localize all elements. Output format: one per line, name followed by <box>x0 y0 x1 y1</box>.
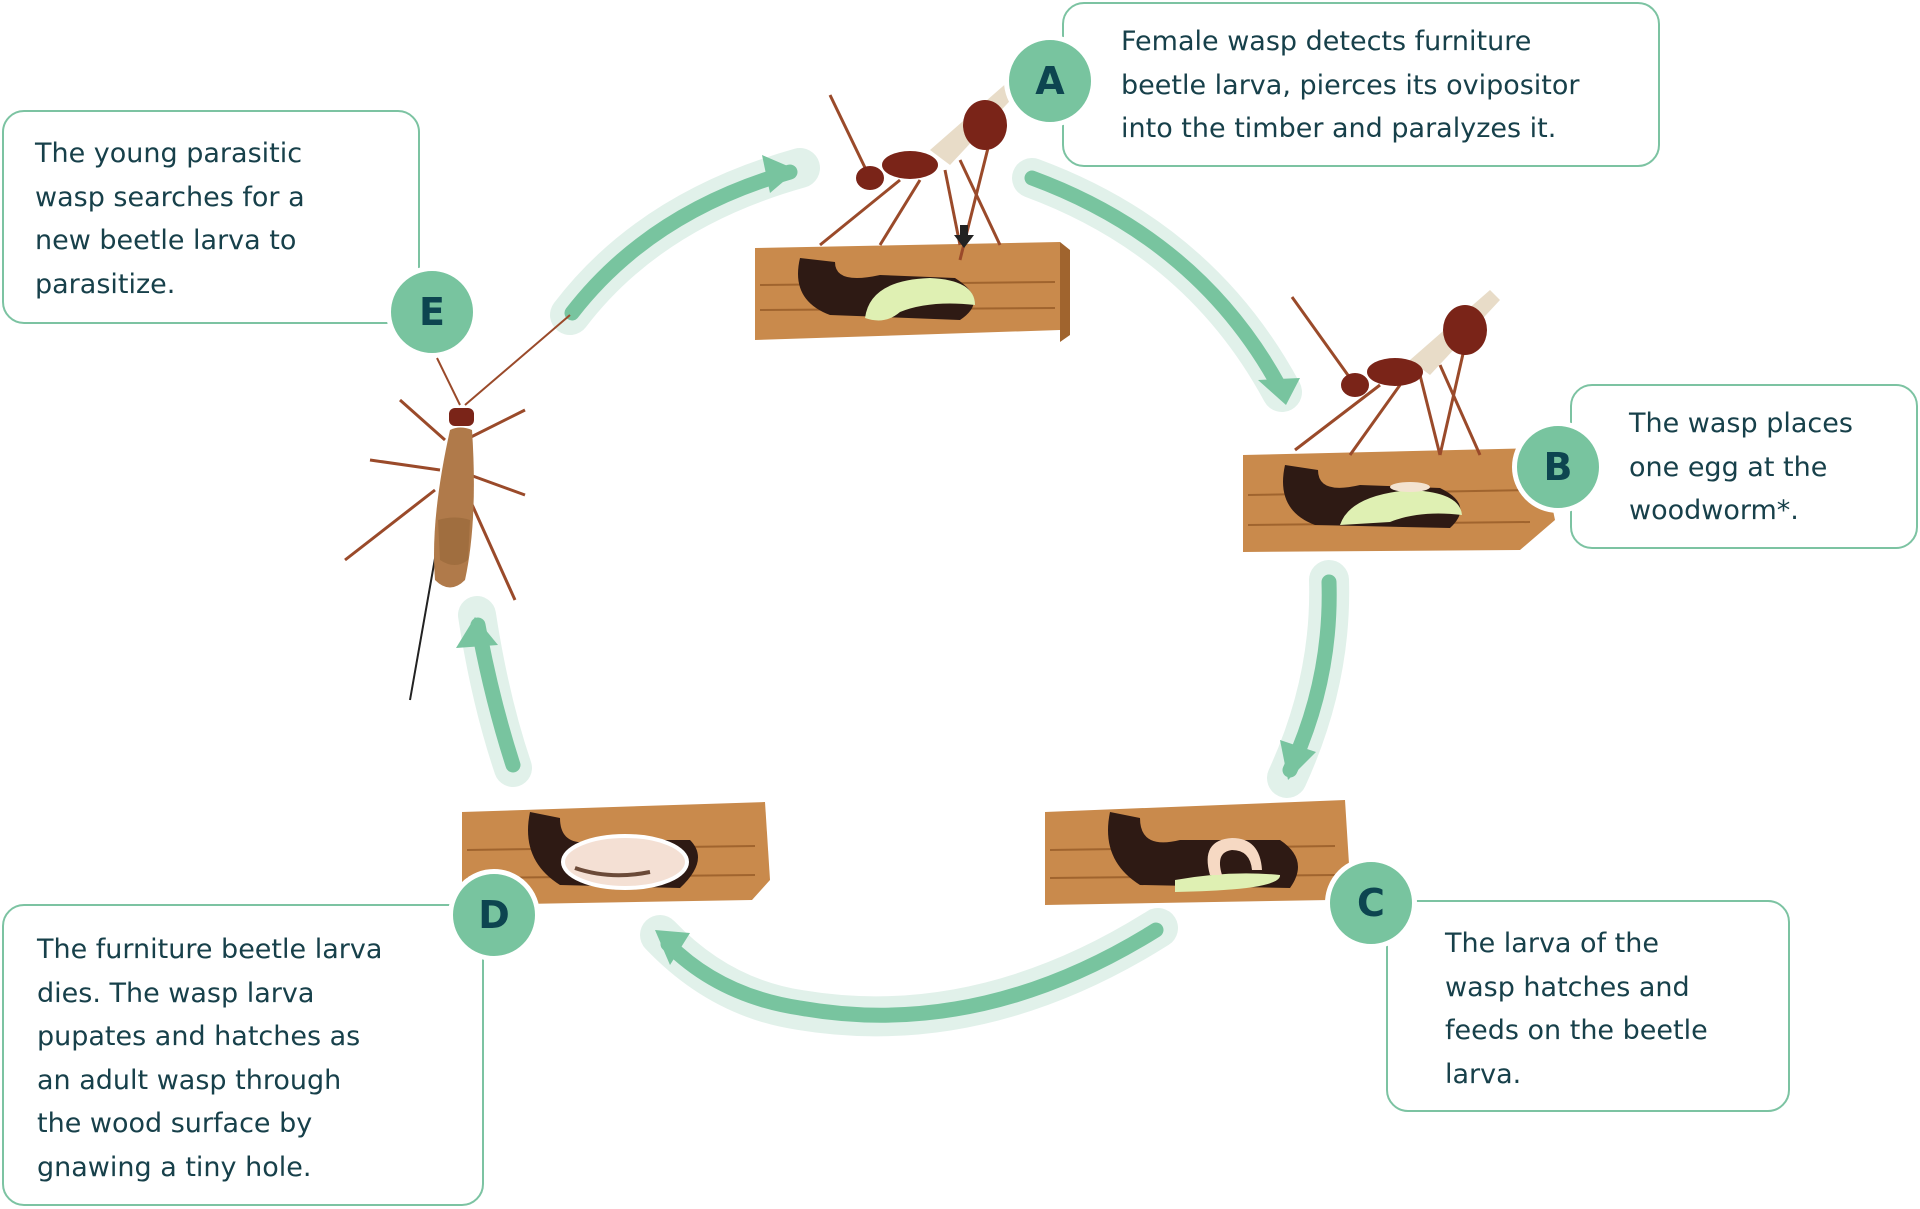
stage-e-illustration <box>344 314 571 701</box>
stage-c-description: The larva of the wasp hatches and feeds … <box>1386 900 1790 1112</box>
pupa-icon <box>561 834 689 890</box>
stage-c-illustration <box>1045 800 1350 905</box>
arrow-b-to-c <box>1267 560 1350 798</box>
stage-b-description: The wasp places one egg at the woodworm*… <box>1570 384 1918 549</box>
stage-c-text: The larva of the wasp hatches and feeds … <box>1445 928 1708 1090</box>
arrow-c-to-d <box>640 908 1178 1037</box>
stage-d-badge: D <box>448 869 540 961</box>
stage-b-illustration <box>1243 290 1555 552</box>
stage-b-badge: B <box>1512 421 1604 513</box>
wasp-icon <box>1290 290 1500 456</box>
arrow-a-to-b <box>1012 158 1302 412</box>
stage-d-illustration <box>462 802 770 905</box>
stage-a-text: Female wasp detects furniture beetle lar… <box>1121 26 1580 144</box>
stage-a-badge: A <box>1004 35 1096 127</box>
stage-c-badge: C <box>1325 857 1417 949</box>
stage-b-text: The wasp places one egg at the woodworm*… <box>1629 408 1853 526</box>
stage-a-illustration <box>755 80 1070 342</box>
egg-icon <box>1390 482 1430 492</box>
arrow-e-to-a <box>550 148 820 335</box>
stage-e-text: The young parasitic wasp searches for a … <box>35 138 305 300</box>
adult-wasp-icon <box>344 314 571 701</box>
stage-e-description: The young parasitic wasp searches for a … <box>2 110 420 324</box>
beetle-larva-icon <box>1175 873 1281 892</box>
stage-d-description: The furniture beetle larva dies. The was… <box>2 904 484 1206</box>
stage-e-badge: E <box>386 266 478 358</box>
beetle-larva-icon <box>1340 490 1462 525</box>
stage-a-description: Female wasp detects furniture beetle lar… <box>1062 2 1660 167</box>
pierce-arrow-icon <box>954 225 974 248</box>
beetle-larva-icon <box>865 278 975 321</box>
wasp-larva-icon <box>1207 838 1262 875</box>
arrow-d-to-e <box>456 596 532 787</box>
stage-d-text: The furniture beetle larva dies. The was… <box>37 934 383 1183</box>
wasp-icon <box>819 80 1020 261</box>
